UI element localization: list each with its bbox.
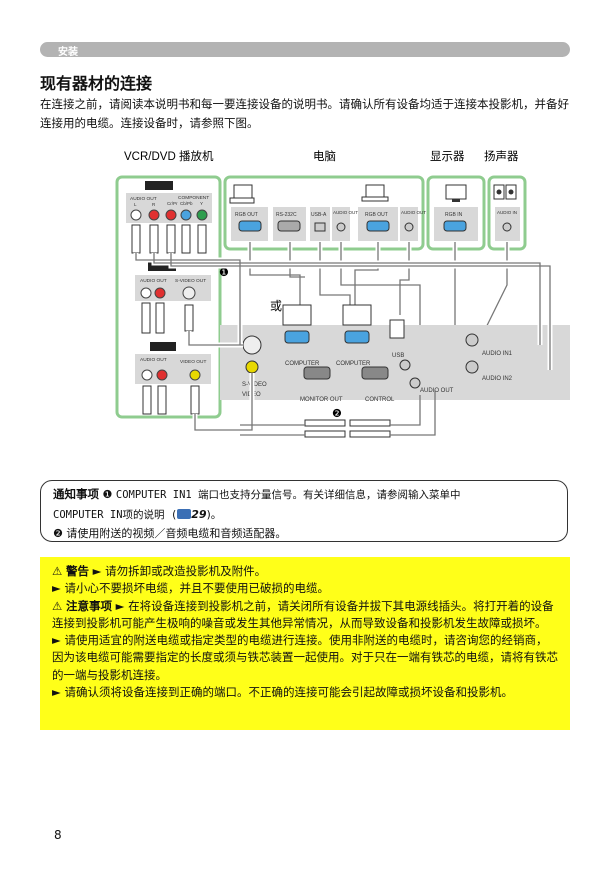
pc-usba-label: USB-A	[311, 212, 327, 218]
page-number: 8	[54, 828, 62, 842]
callout-2: ❷	[332, 408, 342, 420]
note-line-1: 通知事项 ❶ COMPUTER IN1 端口也支持分量信号。有关详细信息，请参阅…	[53, 484, 555, 505]
monitor-rgb-in-label: RGB IN	[445, 212, 463, 218]
pc-rgb-out-label: RGB OUT	[235, 212, 258, 218]
note-box: 通知事项 ❶ COMPUTER IN1 端口也支持分量信号。有关详细信息，请参阅…	[40, 480, 568, 542]
note-line-3: ❷ 请使用附送的视频／音频电缆和音频适配器。	[53, 524, 555, 544]
caution-icon: ⚠	[52, 598, 63, 613]
note-text-1: COMPUTER IN1 端口也支持分量信号。有关详细信息，请参阅输入菜单中	[115, 489, 461, 501]
caution-text-2: ► 请使用适宜的附送电缆或指定类型的电缆进行连接。使用非附送的电缆时，请咨询您的…	[52, 633, 558, 682]
note-label: 通知事项	[53, 487, 99, 501]
caution-text-1: ► 在将设备连接到投影机之前，请关闭所有设备并拔下其电源线插头。将打开着的设备连…	[52, 598, 554, 630]
connection-diagram: VCR/DVD 播放机 电脑 显示器 扬声器 AUDIO OUT COMPONE…	[115, 149, 570, 438]
monitor-icon	[445, 184, 467, 202]
pc-frame	[223, 175, 425, 251]
callout-1: ❶	[219, 267, 229, 279]
warning-icon: ⚠	[52, 564, 63, 578]
proj-monitor-out-label: MONITOR OUT	[300, 397, 343, 403]
section-label: 安装	[58, 47, 78, 58]
vcr1-y-label: Y	[200, 201, 203, 206]
note-text-3: 请使用附送的视频／音频电缆和音频适配器。	[66, 527, 287, 540]
vcr1-audio-out-label: AUDIO OUT	[130, 196, 157, 202]
page-title: 现有器材的连接	[40, 74, 153, 93]
pc-audio-out-label: AUDIO OUT	[333, 210, 358, 215]
device-label-vcr: VCR/DVD 播放机	[124, 149, 214, 163]
speaker-icon	[493, 184, 517, 200]
vcr3-video-out-label: VIDEO OUT	[180, 359, 206, 365]
warning-label: 警告	[65, 564, 89, 578]
note-bullet-2: ❷	[53, 527, 63, 540]
proj-audio-out-label: AUDIO OUT	[420, 388, 454, 394]
vcr1-cbpb-label: Cb/Pb	[180, 201, 193, 206]
note-line-2: COMPUTER IN项的说明 ( 29)。	[53, 505, 555, 525]
book-icon	[177, 509, 192, 519]
vcr-frame	[115, 175, 222, 419]
warning-text-1: ► 请勿拆卸或改造投影机及附件。	[92, 564, 267, 578]
warning-text-2: ► 请小心不要损坏电缆，并且不要使用已破损的电缆。	[52, 581, 329, 596]
proj-audio-in1-label: AUDIO IN1	[482, 351, 513, 357]
vcr1-crpr-label: Cr/Pr	[167, 201, 178, 206]
intro-paragraph: 在连接之前，请阅读本说明书和每一要连接设备的说明书。请确认所有设备均适于连接本投…	[40, 97, 569, 130]
warning-line-1: ⚠ 警告 ► 请勿拆卸或改造投影机及附件。	[52, 563, 558, 580]
device-label-monitor: 显示器	[430, 150, 465, 163]
device-label-pc: 电脑	[313, 150, 336, 163]
note-text-2a: COMPUTER IN项的说明 (	[53, 509, 178, 521]
caution-paragraph: ⚠ 注意事项 ► 在将设备连接到投影机之前，请关闭所有设备并拔下其电源线插头。将…	[52, 598, 558, 633]
vcr1-r-label: R	[152, 202, 156, 207]
or-label: 或	[270, 299, 282, 313]
pc-laptop-icon	[361, 184, 389, 202]
laptop-rgb-out-label: RGB OUT	[365, 212, 388, 218]
section-header-bar: 安装	[40, 42, 570, 58]
speaker-audio-in-label: AUDIO IN	[497, 210, 517, 215]
caution-label: 注意事项	[65, 598, 112, 613]
vcr1-l-label: L	[134, 202, 137, 207]
vcr2-svideo-out-label: S-VIDEO OUT	[175, 278, 206, 284]
vcr3-audio-out-label: AUDIO OUT	[140, 357, 167, 363]
note-text-2b: )。	[206, 508, 222, 521]
laptop-audio-out-label: AUDIO OUT	[401, 210, 426, 215]
device-label-speaker: 扬声器	[484, 149, 519, 163]
warning-box: ⚠ 警告 ► 请勿拆卸或改造投影机及附件。 ► 请小心不要损坏电缆，并且不要使用…	[40, 557, 570, 730]
note-bullet-1: ❶	[102, 488, 113, 501]
proj-computer-in1-label: COMPUTER	[285, 361, 320, 367]
pc-desktop-icon	[229, 184, 255, 204]
pc-rs232c-label: RS-232C	[276, 212, 297, 218]
proj-usb-label: USB	[392, 353, 404, 359]
vcr1-component-label: COMPONENT	[178, 195, 209, 201]
vcr2-audio-out-label: AUDIO OUT	[140, 278, 167, 284]
proj-svideo-label: S-VIDEO	[242, 382, 267, 388]
proj-audio-in2-label: AUDIO IN2	[482, 376, 513, 382]
proj-control-label: CONTROL	[365, 397, 395, 403]
note-page-ref[interactable]: 29	[191, 508, 207, 521]
proj-computer-in2-label: COMPUTER	[336, 361, 371, 367]
caution-text-3: ► 请确认须将设备连接到正确的端口。不正确的连接可能会引起故障或损坏设备和投影机…	[52, 685, 513, 700]
